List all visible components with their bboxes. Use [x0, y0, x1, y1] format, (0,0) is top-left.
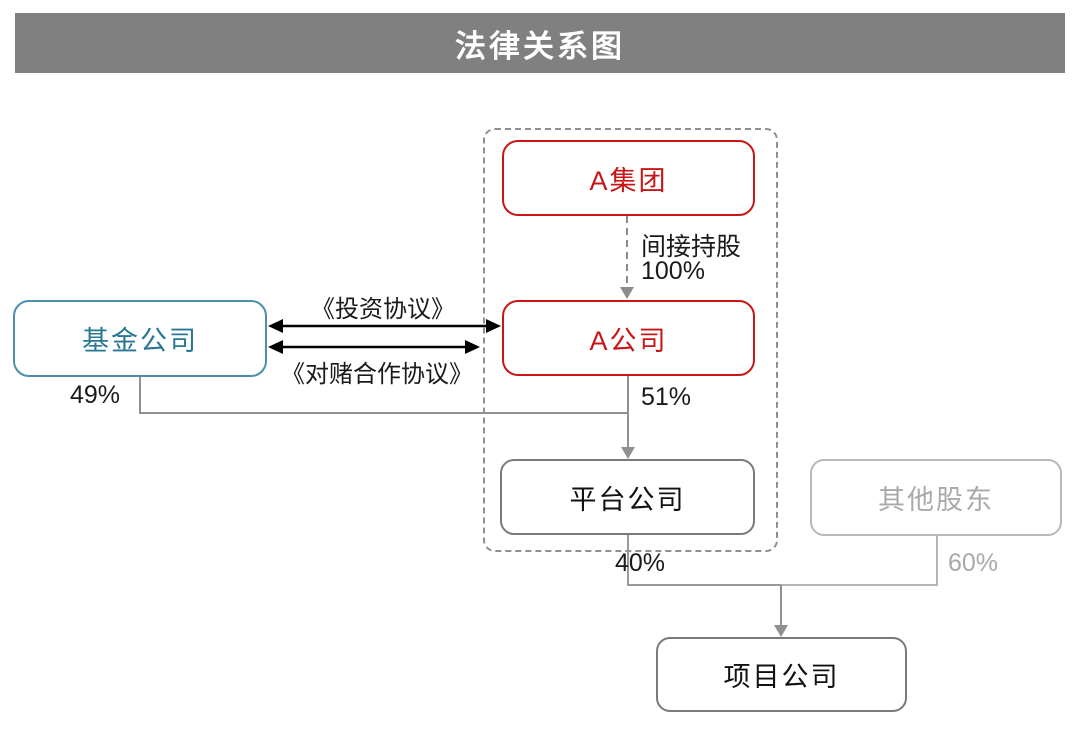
bet-agreement-label: 《对赌合作协议》 — [281, 361, 473, 388]
dashed-group-border — [483, 128, 778, 552]
indirect-holding-label: 间接持股 — [641, 233, 742, 261]
node-a-company: A公司 — [502, 300, 755, 376]
diagram-title: 法律关系图 — [455, 28, 625, 64]
node-a-group: A集团 — [502, 140, 755, 216]
percent-60-label: 60% — [948, 549, 999, 577]
percent-49-label: 49% — [70, 381, 121, 409]
percent-51-label: 51% — [641, 383, 692, 411]
project-company-arrowhead — [774, 625, 788, 637]
bet-agreement-arrowhead-left — [268, 340, 283, 354]
bet-agreement-arrowhead-right — [465, 340, 480, 354]
node-project-company: 项目公司 — [656, 637, 907, 712]
node-a-company-label: A公司 — [589, 325, 668, 356]
title-bar: 法律关系图 — [15, 13, 1065, 73]
percent-40-label: 40% — [615, 549, 666, 577]
node-fund-company-label: 基金公司 — [82, 326, 198, 356]
node-project-company-label: 项目公司 — [723, 662, 840, 692]
node-other-shareholders: 其他股东 — [810, 459, 1062, 536]
node-platform-company-label: 平台公司 — [569, 484, 686, 515]
indirect-holding-percent-label: 100% — [641, 257, 705, 285]
node-a-group-label: A集团 — [589, 165, 668, 196]
investment-agreement-arrowhead-left — [268, 319, 283, 333]
others-60-connector — [781, 536, 938, 586]
investment-agreement-label: 《投资协议》 — [311, 296, 455, 323]
node-other-shareholders-label: 其他股东 — [878, 485, 994, 515]
indirect-holding-arrowhead — [620, 287, 634, 299]
fund-49-connector — [139, 377, 628, 414]
platform-40-connector — [627, 535, 781, 586]
investment-agreement-arrowhead-right — [486, 319, 501, 333]
node-fund-company: 基金公司 — [13, 300, 267, 377]
node-platform-company: 平台公司 — [500, 459, 755, 535]
a-company-51-arrowhead — [621, 447, 635, 459]
